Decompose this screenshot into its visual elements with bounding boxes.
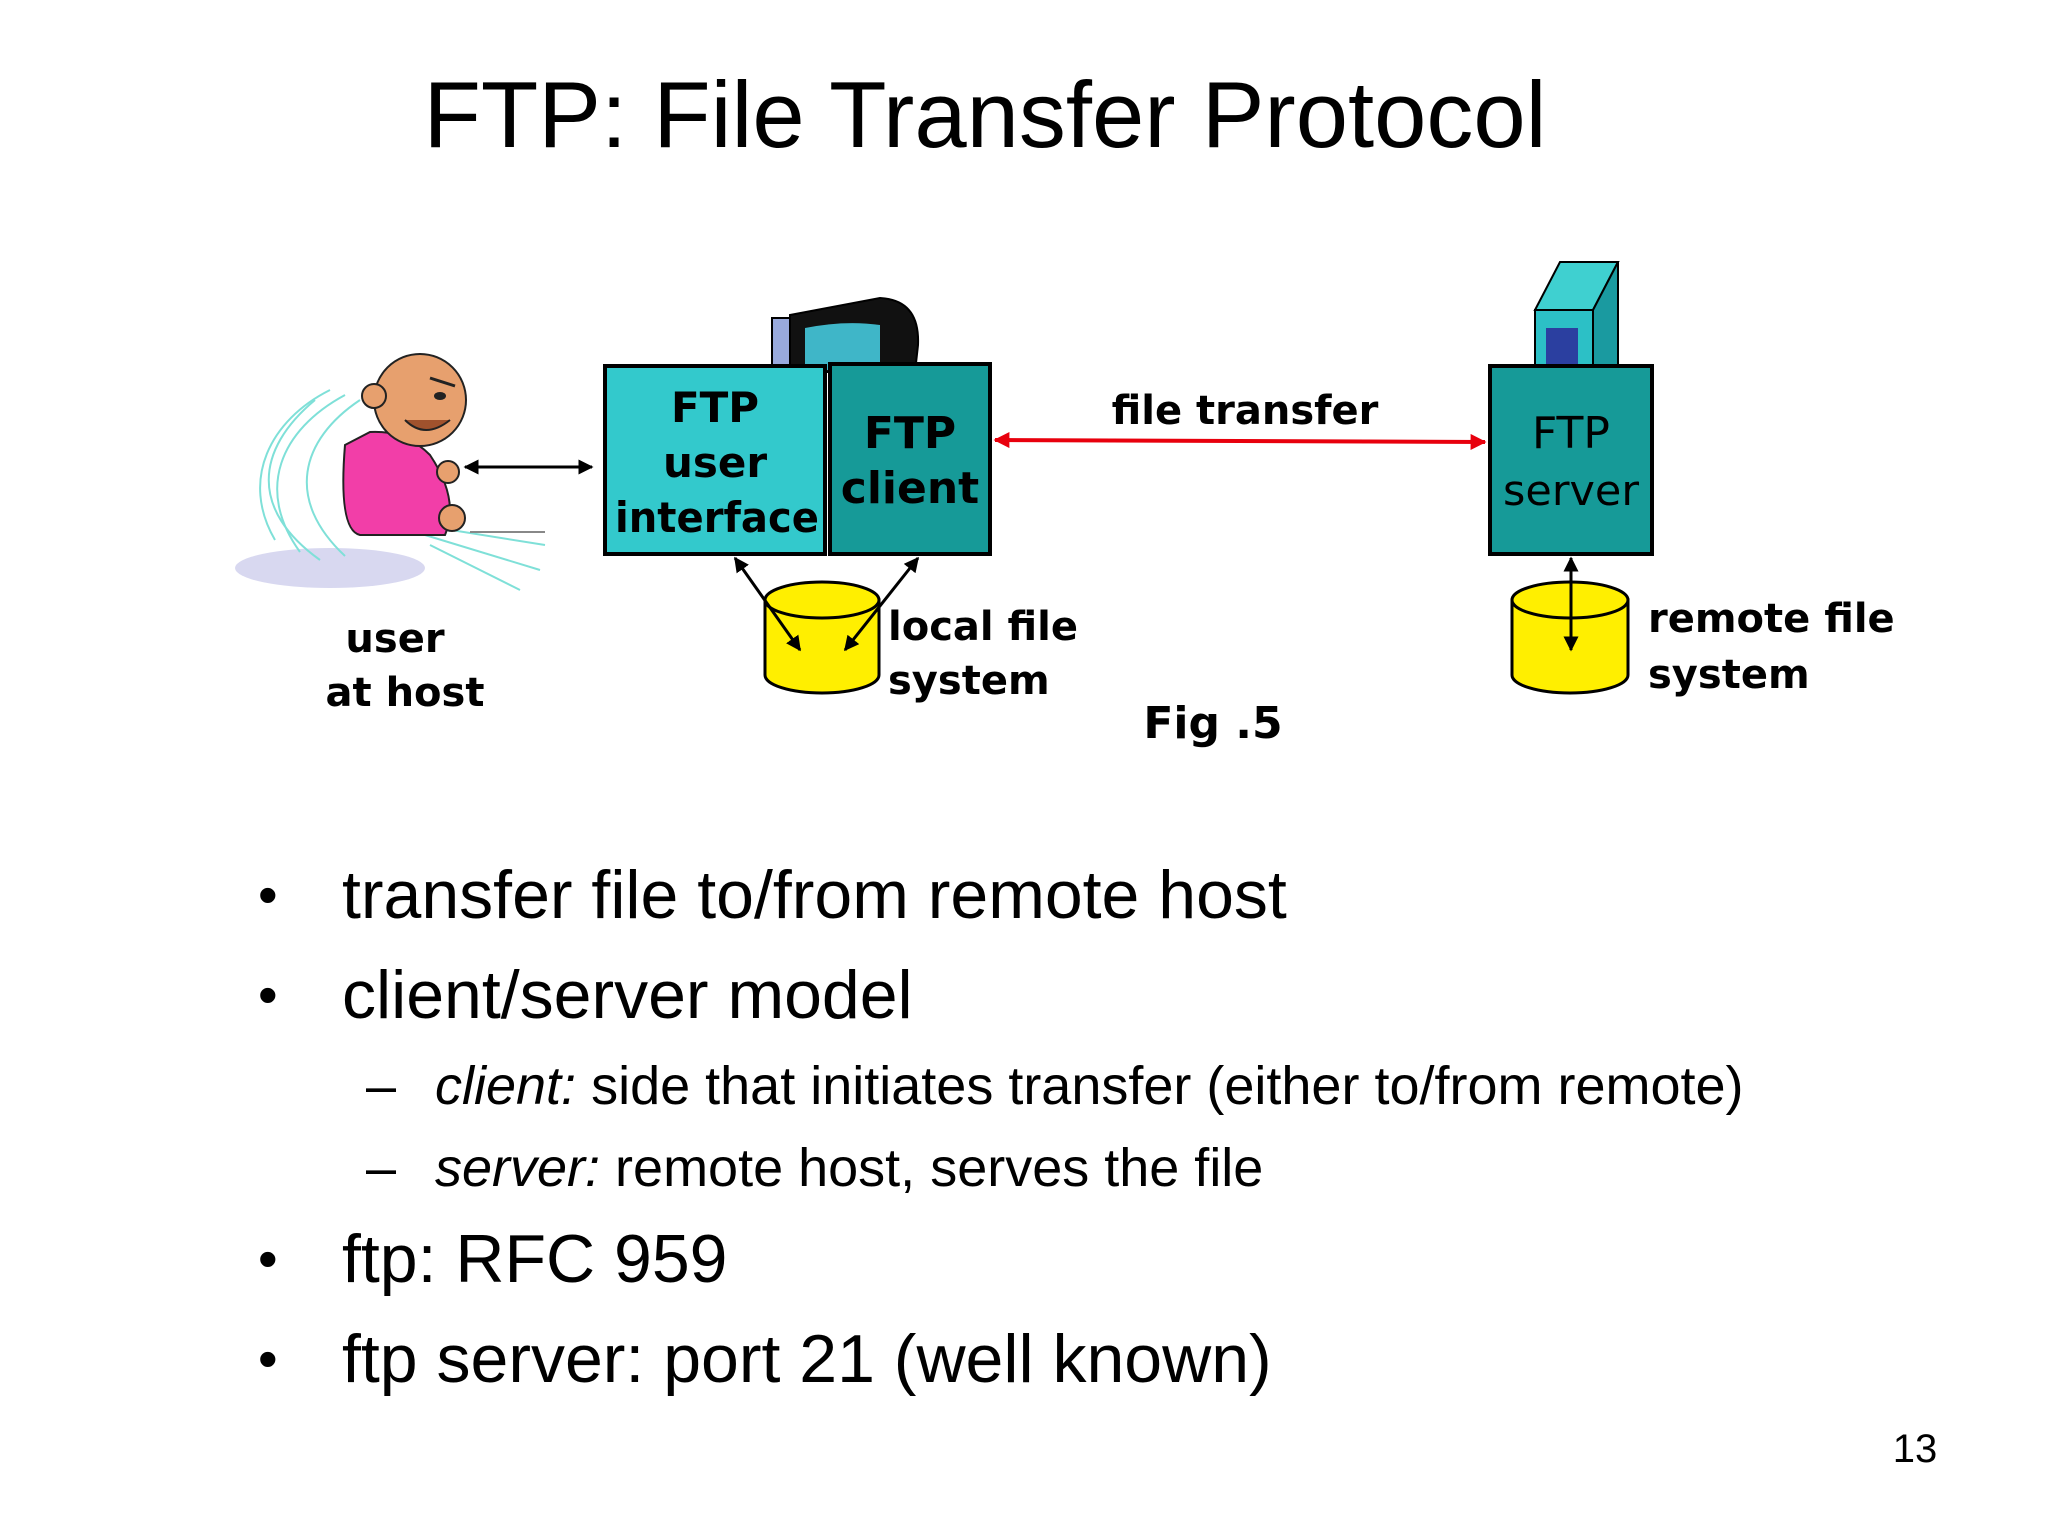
server-box-line1: FTP bbox=[1532, 408, 1610, 459]
bullet-item: • transfer file to/from remote host bbox=[250, 845, 2010, 945]
bullet-item: • client/server model bbox=[250, 945, 2010, 1045]
sub-bullet-item: – server: remote host, serves the file bbox=[250, 1127, 2010, 1209]
client-description: side that initiates transfer (either to/… bbox=[576, 1056, 1744, 1116]
server-tower-icon bbox=[1533, 261, 1620, 371]
client-local-fs-arrow bbox=[843, 556, 920, 652]
figure-label: Fig .5 bbox=[1143, 698, 1282, 749]
bullet-dot: • bbox=[258, 1327, 278, 1390]
bullet-dot: • bbox=[258, 963, 278, 1026]
ftp-diagram: user at host FTP user interface FTP clie… bbox=[235, 261, 1895, 749]
ui-box-line1: FTP bbox=[671, 383, 759, 432]
local-fs-line1: local file bbox=[888, 604, 1078, 650]
ftp-server-box bbox=[1488, 364, 1654, 556]
bullet-text: transfer file to/from remote host bbox=[342, 857, 1287, 933]
term-client: client: bbox=[435, 1056, 577, 1116]
local-file-system-icon bbox=[763, 580, 881, 695]
bullet-item: • ftp: RFC 959 bbox=[250, 1209, 2010, 1309]
user-label-line2: at host bbox=[326, 670, 485, 716]
term-server: server: bbox=[435, 1138, 601, 1198]
bullet-dot: • bbox=[258, 863, 278, 926]
server-box-line2: server bbox=[1503, 466, 1640, 515]
ftp-user-interface-box bbox=[603, 364, 827, 556]
bullet-text: ftp server: port 21 (well known) bbox=[342, 1321, 1272, 1397]
bullet-text: client/server model bbox=[342, 957, 913, 1033]
bullet-dot: • bbox=[258, 1227, 278, 1290]
ui-local-fs-arrow bbox=[733, 556, 802, 652]
ui-box-line3: interface bbox=[615, 493, 819, 542]
remote-fs-line1: remote file bbox=[1648, 596, 1895, 642]
bullet-text: ftp: RFC 959 bbox=[342, 1221, 728, 1297]
sub-bullet-text: client: side that initiates transfer (ei… bbox=[435, 1045, 1744, 1127]
slide-title: FTP: File Transfer Protocol bbox=[423, 62, 1547, 167]
sub-bullet-dash: – bbox=[366, 1138, 397, 1198]
ftp-client-box bbox=[828, 362, 992, 556]
bullet-list: • transfer file to/from remote host • cl… bbox=[250, 845, 2010, 1409]
file-transfer-arrow bbox=[993, 432, 1487, 450]
computer-monitor-icon bbox=[771, 296, 920, 373]
user-figure-icon bbox=[235, 353, 546, 591]
bullet-item: • ftp server: port 21 (well known) bbox=[250, 1309, 2010, 1409]
page-number: 13 bbox=[1892, 1427, 1938, 1471]
sub-bullet-text: server: remote host, serves the file bbox=[435, 1127, 1263, 1209]
client-box-line2: client bbox=[841, 463, 979, 514]
user-label-line1: user bbox=[345, 616, 444, 662]
remote-fs-line2: system bbox=[1648, 652, 1810, 698]
client-box-line1: FTP bbox=[864, 408, 956, 459]
sub-bullet-item: – client: side that initiates transfer (… bbox=[250, 1045, 2010, 1127]
ui-box-line2: user bbox=[663, 438, 767, 487]
server-description: remote host, serves the file bbox=[600, 1138, 1264, 1198]
sub-bullet-dash: – bbox=[366, 1056, 397, 1116]
local-fs-line2: system bbox=[888, 658, 1050, 704]
file-transfer-label: file transfer bbox=[1112, 388, 1379, 434]
